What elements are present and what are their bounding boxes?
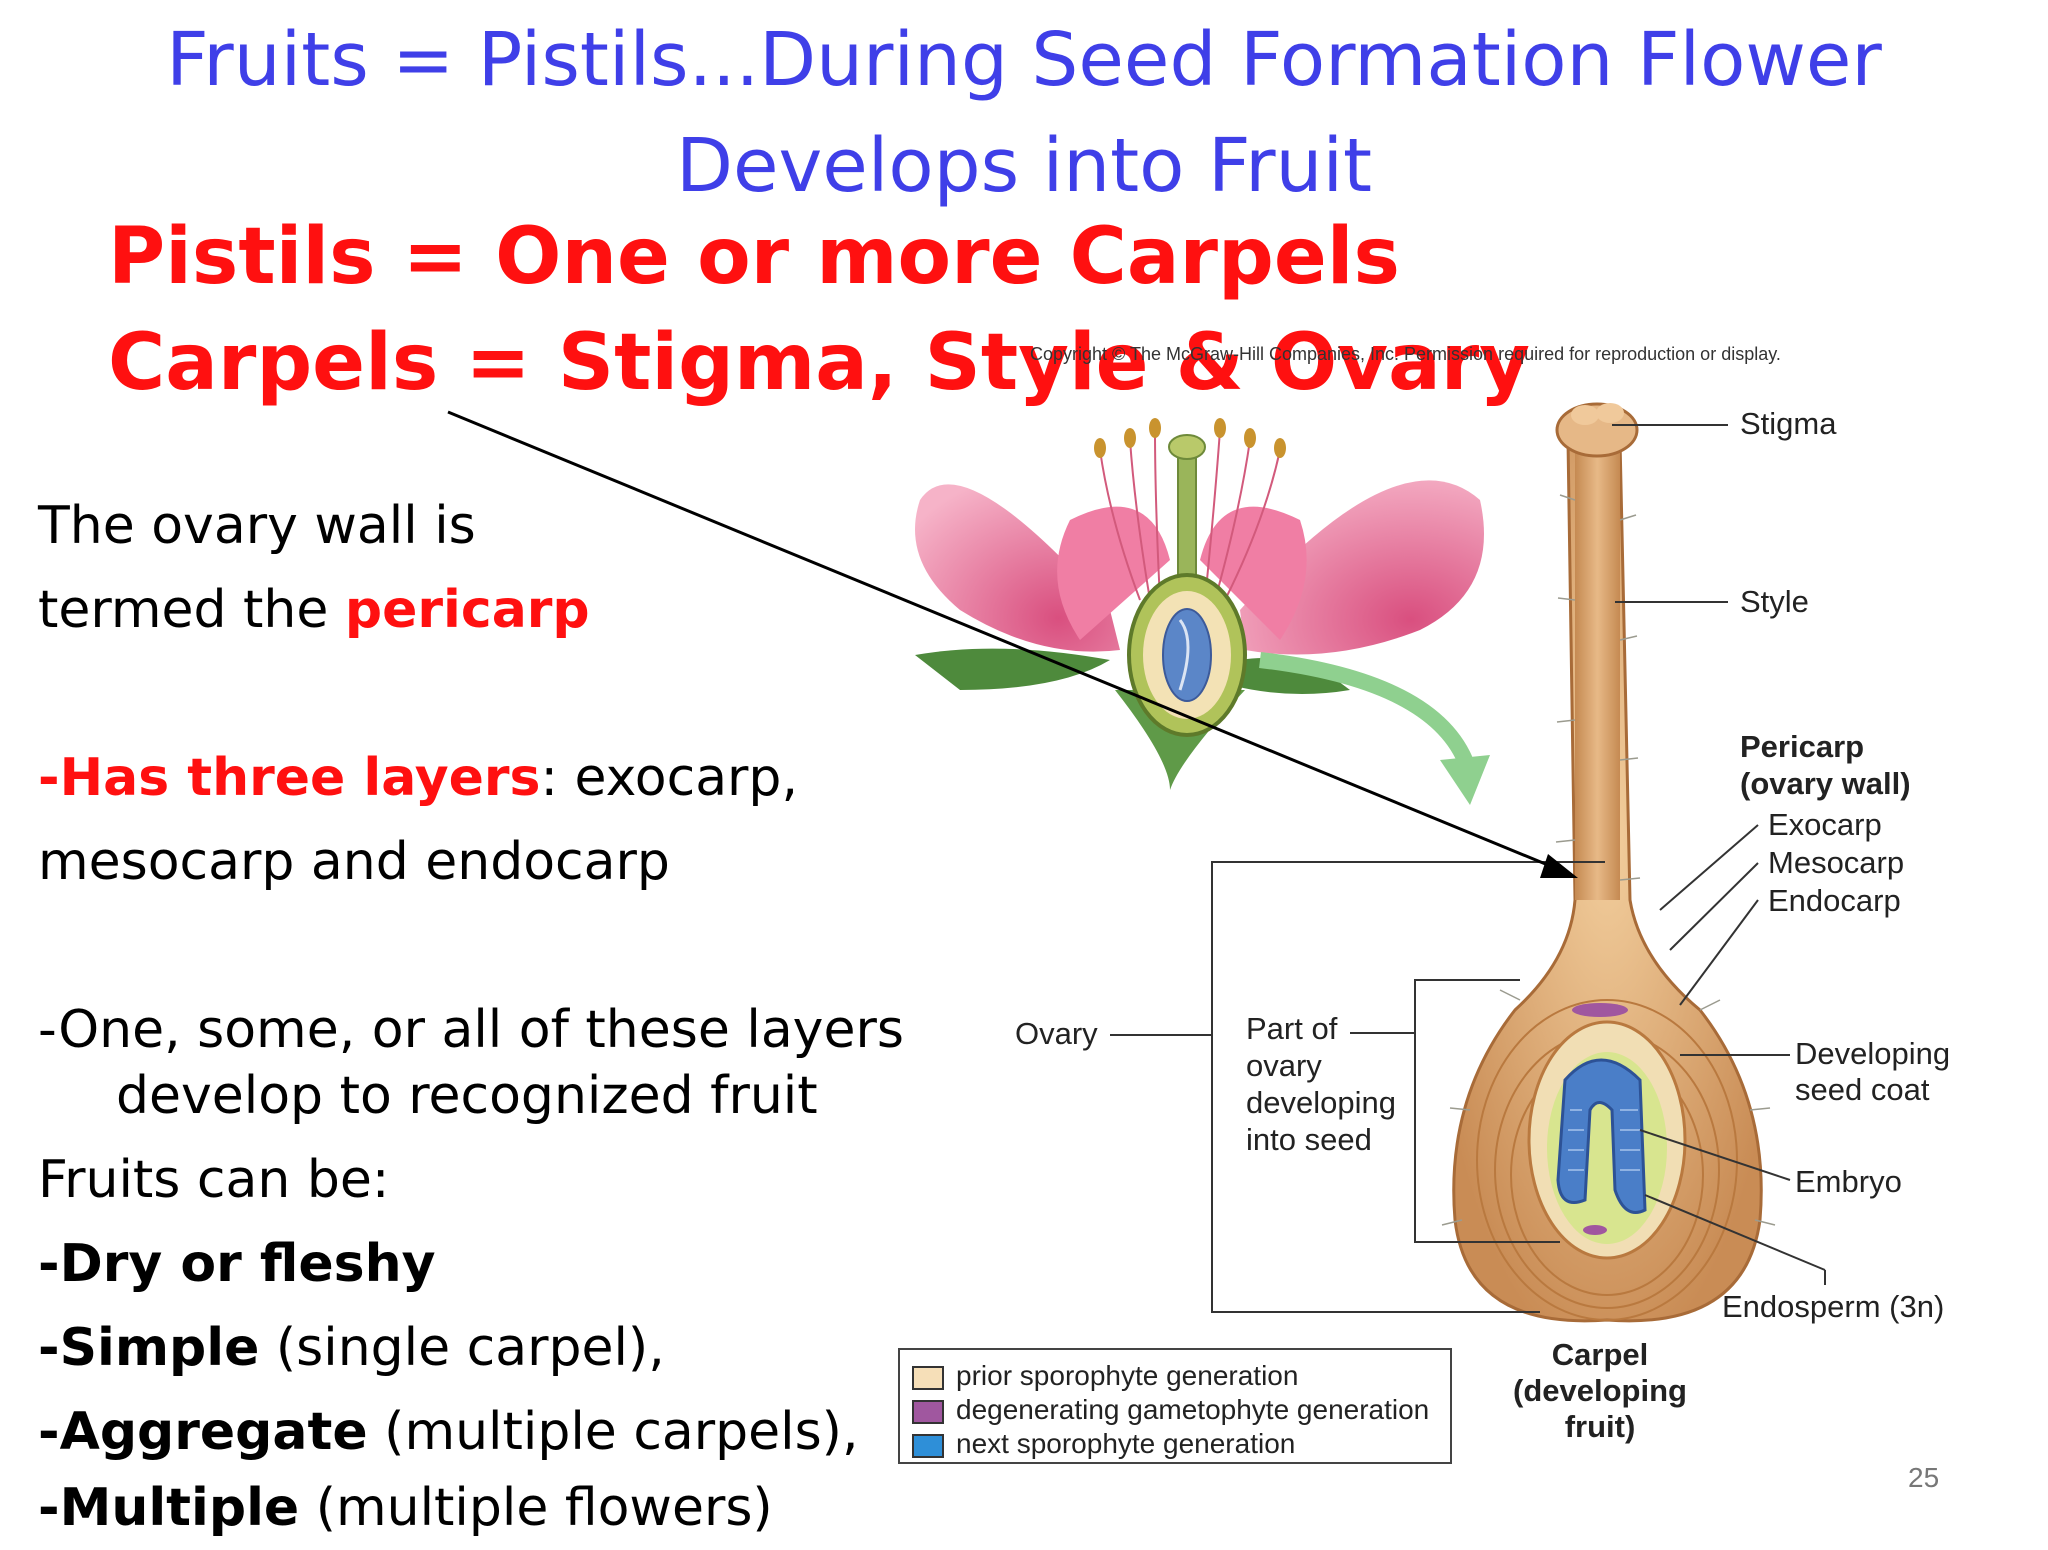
- fruits-can-be: Fruits can be:: [38, 1150, 390, 1210]
- label-mesocarp: Mesocarp: [1768, 845, 1905, 880]
- fruit-type-simple: -Simple (single carpel),: [38, 1318, 665, 1378]
- page-number: 25: [1908, 1462, 1940, 1493]
- label-pericarp: Pericarp: [1740, 729, 1865, 764]
- label-embryo: Embryo: [1795, 1164, 1902, 1199]
- development-arrow: [1259, 652, 1473, 764]
- legend-swatch: [912, 1433, 944, 1458]
- petal-right: [1240, 480, 1484, 655]
- layers-list-line: mesocarp and endocarp: [38, 832, 670, 892]
- label-developing-seed-coat-1: Developing: [1795, 1036, 1951, 1071]
- label-part-of-2: ovary: [1246, 1048, 1322, 1083]
- label-part-of-3: developing: [1246, 1085, 1396, 1120]
- slide-title-line-1: Fruits = Pistils...During Seed Formation…: [166, 17, 1882, 103]
- legend-item: prior sporophyte generation: [912, 1360, 1298, 1392]
- label-part-of-1: Part of: [1246, 1011, 1338, 1046]
- legend-swatch: [912, 1365, 944, 1390]
- label-carpel-3: fruit): [1564, 1409, 1636, 1444]
- fruit-type-multiple: -Multiple (multiple flowers): [38, 1478, 773, 1538]
- label-endosperm: Endosperm (3n): [1722, 1289, 1945, 1324]
- fruit-type-aggregate: -Aggregate (multiple carpels),: [38, 1402, 859, 1462]
- leaf-left: [915, 648, 1110, 690]
- label-style: Style: [1740, 584, 1809, 619]
- copyright-notice: Copyright © The McGraw-Hill Companies, I…: [1030, 344, 1781, 364]
- three-layers-term: -Has three layers: [38, 748, 541, 808]
- embryo-shape: [1556, 1058, 1647, 1214]
- diagram-legend: prior sporophyte generation degenerating…: [898, 1348, 1452, 1464]
- ovary-wall-line-2: termed the pericarp: [38, 580, 590, 640]
- label-carpel-2: (developing: [1513, 1373, 1687, 1408]
- label-part-of-4: into seed: [1246, 1122, 1372, 1157]
- legend-item: next sporophyte generation: [912, 1428, 1295, 1460]
- slide-title-line-2: Develops into Fruit: [675, 123, 1373, 209]
- carpels-heading: Carpels = Stigma, Style & Ovary: [108, 318, 1531, 408]
- label-stigma: Stigma: [1740, 406, 1837, 441]
- development-line-2: develop to recognized fruit: [116, 1066, 818, 1126]
- legend-swatch: [912, 1399, 944, 1424]
- leader-lines: [1110, 424, 1826, 1313]
- legend-item: degenerating gametophyte generation: [912, 1394, 1429, 1426]
- label-ovary: Ovary: [1015, 1016, 1098, 1051]
- label-carpel-1: Carpel: [1551, 1337, 1649, 1372]
- three-layers-line: -Has three layers: exocarp,: [38, 748, 798, 808]
- label-exocarp: Exocarp: [1768, 807, 1882, 842]
- label-pericarp-sub: (ovary wall): [1740, 766, 1911, 801]
- fruit-type-dry-fleshy: -Dry or fleshy: [38, 1234, 436, 1294]
- pistils-heading: Pistils = One or more Carpels: [108, 212, 1400, 302]
- label-endocarp: Endocarp: [1768, 883, 1901, 918]
- ovary-wall-line-1: The ovary wall is: [38, 496, 476, 556]
- flower-illustration: [915, 418, 1484, 790]
- carpel-pointer-arrow: [447, 410, 1561, 872]
- development-line-1: -One, some, or all of these layers: [38, 1000, 904, 1060]
- pericarp-term: pericarp: [344, 580, 590, 640]
- carpel-illustration: [1441, 402, 1776, 1323]
- label-developing-seed-coat-2: seed coat: [1795, 1072, 1930, 1107]
